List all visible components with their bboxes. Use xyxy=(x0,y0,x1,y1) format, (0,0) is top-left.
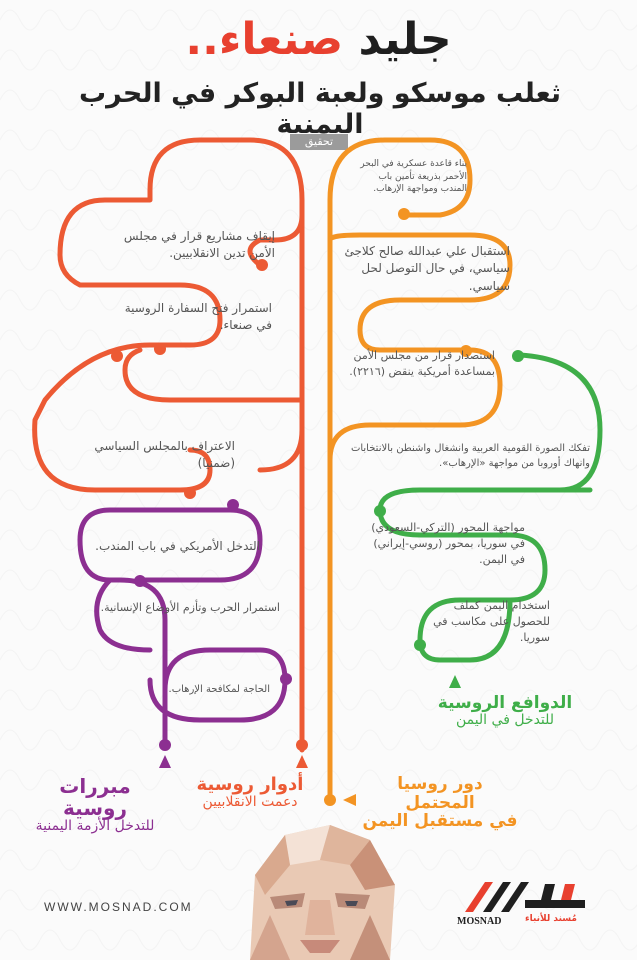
dot xyxy=(324,794,336,806)
dot xyxy=(296,739,308,751)
left-purple-branch-3 xyxy=(94,577,153,653)
motive-item-4: تفكك الصورة القومية العربية وانشغال واشن… xyxy=(350,443,590,469)
justification-item-2: استمرار الحرب وتأزم الأوضاع الإنسانية. xyxy=(100,601,280,614)
justification-item-3: الحاجة لمكافحة الإرهاب. xyxy=(168,684,270,695)
motives-subtitle: للتدخل في اليمن xyxy=(455,711,555,728)
motive-item-5: مواجهة المحور (التركي-السعودي) في سوريا،… xyxy=(371,521,525,566)
motive-item-6: استخدام اليمن كملف للحصول على مكاسب في س… xyxy=(433,599,550,644)
motive-item-2: استقبال علي عبدالله صالح كلاجئ سياسي، في… xyxy=(344,244,511,293)
left-red-branch-2 xyxy=(257,427,305,473)
dot xyxy=(414,639,426,651)
roles-title: أدوار روسية xyxy=(196,774,304,795)
role-item-2: استمرار فتح السفارة الروسية في صنعاء. xyxy=(124,301,272,333)
motives-label: الدوافع الروسية للتدخل في اليمن xyxy=(435,694,575,728)
dot xyxy=(374,505,386,517)
arrow-icon xyxy=(159,755,171,768)
future-role-subtitle: في مستقبل اليمن xyxy=(362,811,518,832)
left-red-top xyxy=(247,212,305,268)
arrow-icon xyxy=(296,755,308,768)
dot xyxy=(134,575,146,587)
right-green-branch-2 xyxy=(417,597,513,663)
future-role-label: دور روسيا المحتمل في مستقبل اليمن xyxy=(360,775,520,831)
arrow-icon xyxy=(343,794,356,806)
role-item-3: الاعتراف بالمجلس السياسي (ضمنيا) xyxy=(94,439,235,471)
future-role-title: دور روسيا المحتمل xyxy=(397,774,483,813)
dot xyxy=(159,739,171,751)
dot xyxy=(184,487,196,499)
logo-tagline: مُسند للأنباء xyxy=(525,914,577,924)
right-orange-branch-2 xyxy=(327,232,513,463)
justification-item-1: التدخل الأمريكي في باب المندب. xyxy=(95,539,260,553)
dot xyxy=(280,673,292,685)
justifications-label: مبررات روسية للتدخل الأزمة اليمنية xyxy=(25,775,165,834)
logo-english: MOSNAD xyxy=(457,916,502,927)
logo-mark-icon xyxy=(465,882,585,912)
dot xyxy=(398,208,410,220)
portrait-illustration xyxy=(250,825,395,960)
right-green-branch xyxy=(377,352,603,643)
left-red-inner xyxy=(122,347,305,403)
title-highlight: صنعاء.. xyxy=(185,14,344,65)
motives-title: الدوافع الروسية xyxy=(437,693,573,713)
title-plain: جليد xyxy=(358,14,452,65)
motive-item-3: استصدار قرار من مجلس الأمن بمساعدة أمريك… xyxy=(349,349,495,378)
website-link[interactable]: WWW.MOSNAD.COM xyxy=(44,900,193,914)
roles-subtitle: دعمت الانقلابيين xyxy=(202,793,298,810)
role-item-1: إيقاف مشاريع قرار في مجلس الأمن تدين الا… xyxy=(123,229,275,261)
justifications-subtitle: للتدخل الأزمة اليمنية xyxy=(35,818,155,834)
motive-item-1: بناء قاعدة عسكرية في البحر الأحمر بذريعة… xyxy=(360,159,467,195)
page-title: جليد صنعاء.. xyxy=(0,18,637,62)
right-orange-branch xyxy=(327,137,473,803)
left-purple-branch xyxy=(147,647,288,748)
dot xyxy=(460,345,472,357)
dot xyxy=(256,259,268,271)
mosnad-logo: مُسند للأنباء MOSNAD xyxy=(455,872,595,932)
dot xyxy=(111,350,123,362)
roles-label: أدوار روسية دعمت الانقلابيين xyxy=(190,775,310,810)
justifications-title: مبررات روسية xyxy=(59,774,131,820)
dot xyxy=(227,499,239,511)
dot xyxy=(512,350,524,362)
left-red-branch xyxy=(32,137,305,753)
dot xyxy=(154,343,166,355)
category-tag: تحقيق xyxy=(290,134,348,150)
arrow-icon xyxy=(449,675,461,688)
